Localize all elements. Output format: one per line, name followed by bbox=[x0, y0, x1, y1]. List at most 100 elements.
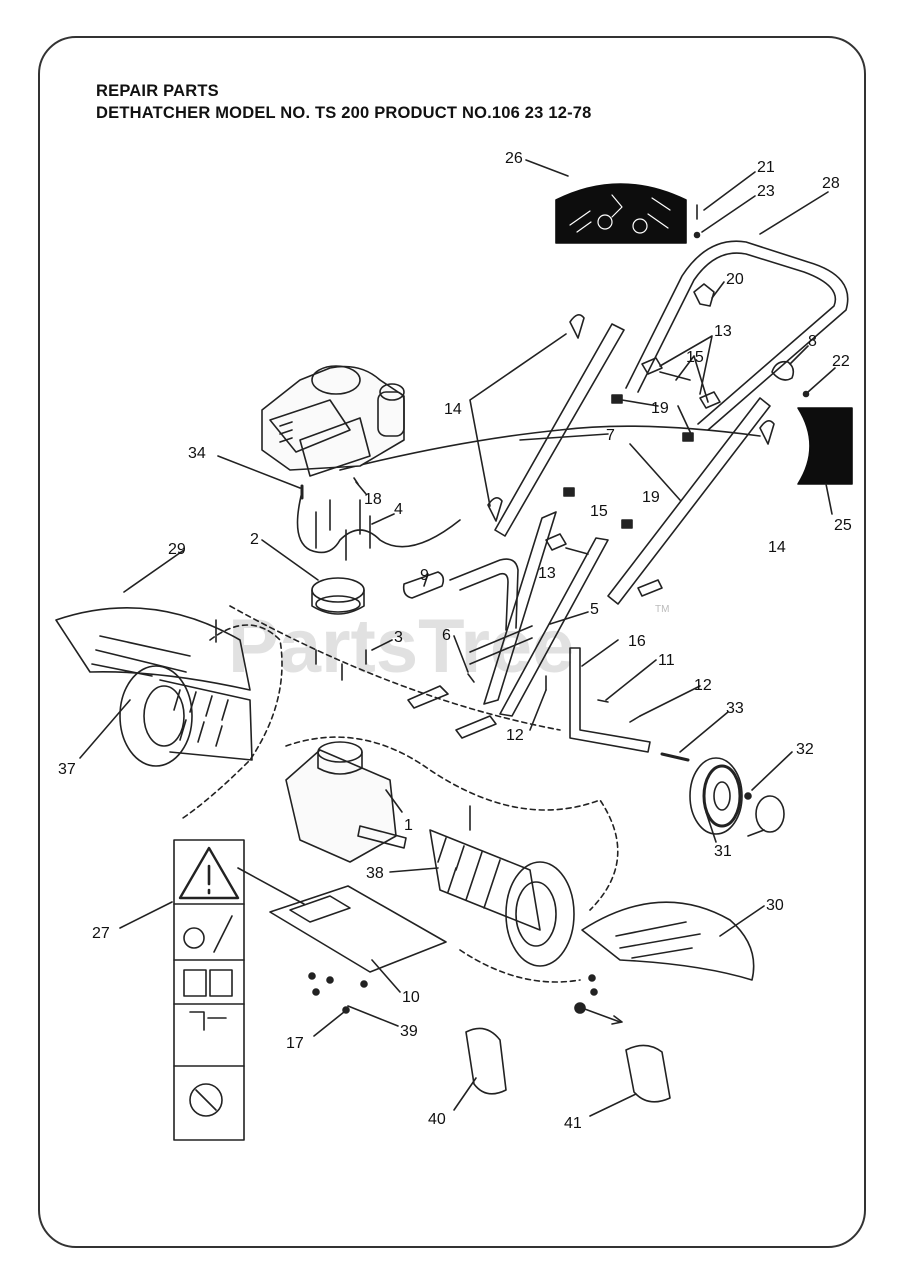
callout-27: 27 bbox=[92, 925, 110, 942]
middle-tube-7 bbox=[494, 323, 771, 605]
callout-38: 38 bbox=[366, 865, 384, 882]
callout-13-lower: 13 bbox=[538, 565, 556, 582]
nut-22 bbox=[802, 390, 810, 398]
lever-tip-14-right bbox=[759, 420, 775, 445]
page-frame bbox=[38, 36, 866, 1248]
page-title: REPAIR PARTS bbox=[96, 82, 219, 100]
right-guard-30 bbox=[581, 901, 755, 981]
bushing-19c bbox=[563, 487, 575, 497]
callout-21: 21 bbox=[757, 159, 775, 176]
screw-11 bbox=[597, 699, 609, 703]
callout-8: 8 bbox=[808, 333, 817, 350]
bushing-19b bbox=[682, 432, 694, 442]
lever-tip-14-top bbox=[569, 314, 585, 339]
callout-7: 7 bbox=[606, 427, 615, 444]
nut-32 bbox=[744, 792, 752, 800]
callout-23: 23 bbox=[757, 183, 775, 200]
wheel-31 bbox=[689, 757, 743, 835]
guard-slots-29 bbox=[91, 635, 191, 677]
callout-31: 31 bbox=[714, 843, 732, 860]
callout-19-lower: 19 bbox=[642, 489, 660, 506]
callout-12-right: 12 bbox=[694, 677, 712, 694]
callout-29: 29 bbox=[168, 541, 186, 558]
base-plate-slot bbox=[289, 895, 351, 923]
hubcap-32 bbox=[755, 795, 785, 833]
washer-23 bbox=[693, 231, 701, 239]
callout-14-left: 14 bbox=[444, 401, 462, 418]
bushing-19d bbox=[621, 519, 633, 529]
warning-decal-27 bbox=[173, 839, 245, 1141]
watermark-tm: TM bbox=[655, 604, 669, 615]
callout-2: 2 bbox=[250, 531, 259, 548]
callout-34: 34 bbox=[188, 445, 206, 462]
guard-slots-30 bbox=[615, 921, 701, 959]
control-cable bbox=[296, 491, 461, 554]
wheel-bracket-16 bbox=[569, 647, 651, 753]
callout-39: 39 bbox=[400, 1023, 418, 1040]
belt-housing-2 bbox=[311, 577, 365, 615]
callout-15-lower: 15 bbox=[590, 503, 608, 520]
callout-32: 32 bbox=[796, 741, 814, 758]
leader-lines bbox=[79, 159, 836, 1117]
engine-bolts-4 bbox=[315, 499, 371, 561]
tine-reel-38 bbox=[429, 829, 575, 967]
callout-12-left: 12 bbox=[506, 727, 524, 744]
arrow-41 bbox=[581, 1007, 621, 1023]
upper-handle-28 bbox=[625, 240, 849, 431]
callout-19-top: 19 bbox=[651, 400, 669, 417]
callout-13-top: 13 bbox=[714, 323, 732, 340]
left-guard-29 bbox=[55, 607, 251, 691]
knob-13-15-lower bbox=[545, 533, 589, 555]
plate-25 bbox=[797, 407, 853, 485]
watermark-text: PartsTree bbox=[228, 604, 574, 689]
bracket-8 bbox=[771, 360, 795, 381]
axle-33 bbox=[660, 752, 690, 762]
callout-3: 3 bbox=[394, 629, 403, 646]
hardware-bag-41 bbox=[625, 1044, 671, 1103]
model-subtitle: DETHATCHER MODEL NO. TS 200 PRODUCT NO.1… bbox=[96, 104, 592, 122]
callout-9: 9 bbox=[420, 567, 429, 584]
callout-22: 22 bbox=[832, 353, 850, 370]
decal-26 bbox=[555, 183, 687, 244]
bolt-6 bbox=[467, 673, 475, 683]
callout-11: 11 bbox=[658, 652, 675, 669]
knob-bolt-13-15-upper bbox=[641, 357, 721, 409]
screw-12 bbox=[629, 715, 641, 723]
callout-18: 18 bbox=[364, 491, 382, 508]
tine-reel-37 bbox=[119, 665, 253, 767]
bushing-19a bbox=[611, 394, 623, 404]
callout-30: 30 bbox=[766, 897, 784, 914]
callout-1: 1 bbox=[404, 817, 413, 834]
grip-14-lower bbox=[637, 579, 663, 597]
callout-14-right: 14 bbox=[768, 539, 786, 556]
callout-37: 37 bbox=[58, 761, 76, 778]
callout-40: 40 bbox=[428, 1111, 446, 1128]
callout-20: 20 bbox=[726, 271, 744, 288]
assembly-dash-lines bbox=[179, 605, 619, 983]
lever-tip-14-left bbox=[487, 497, 503, 522]
engine bbox=[261, 365, 405, 477]
lower-frame-5 bbox=[407, 511, 609, 739]
callout-28: 28 bbox=[822, 175, 840, 192]
callout-26: 26 bbox=[505, 150, 523, 167]
callout-17: 17 bbox=[286, 1035, 304, 1052]
callout-labels: 26 21 23 28 20 13 15 8 22 19 14 7 25 34 … bbox=[58, 150, 852, 1132]
callout-33: 33 bbox=[726, 700, 744, 717]
callout-5: 5 bbox=[590, 601, 599, 618]
hardware-17-39 bbox=[308, 972, 598, 1014]
callout-16: 16 bbox=[628, 633, 646, 650]
callout-10: 10 bbox=[402, 989, 420, 1006]
gearbox-1 bbox=[285, 741, 407, 863]
hardware-bag-40 bbox=[465, 1027, 507, 1095]
foam-grip-9 bbox=[402, 571, 445, 599]
callout-25: 25 bbox=[834, 517, 852, 534]
base-plate-10 bbox=[269, 885, 447, 973]
screws-3 bbox=[215, 619, 367, 681]
callout-6: 6 bbox=[442, 627, 451, 644]
callout-41: 41 bbox=[564, 1115, 582, 1132]
cable-clip-20 bbox=[693, 283, 715, 307]
callout-4: 4 bbox=[394, 501, 403, 518]
arrow-head-41 bbox=[611, 1015, 623, 1025]
callout-15-top: 15 bbox=[686, 349, 704, 366]
